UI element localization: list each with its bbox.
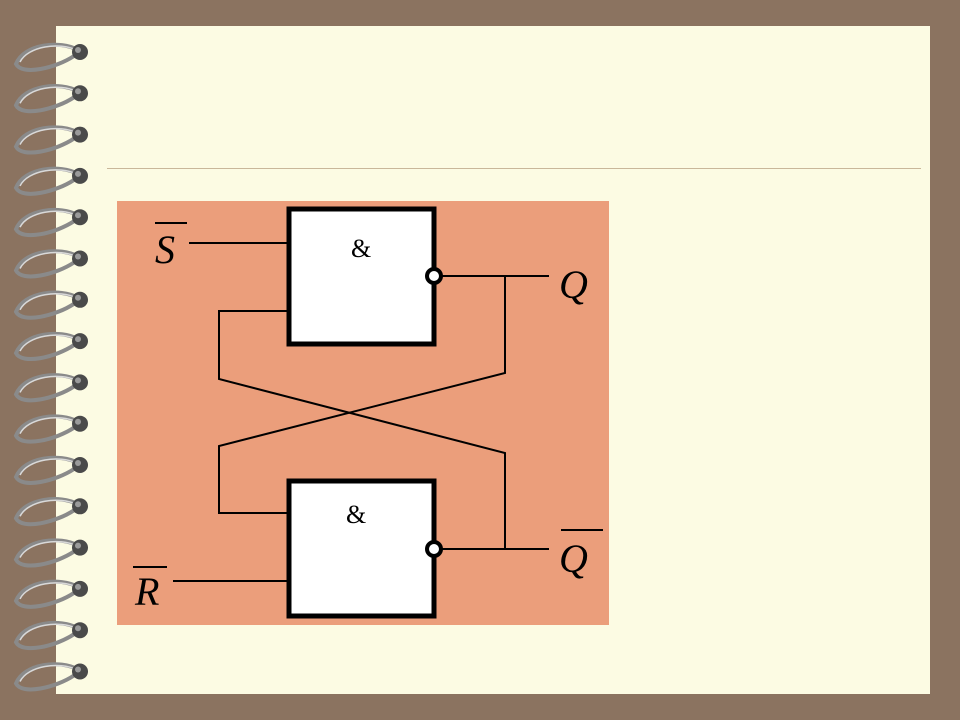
title-divider: [107, 168, 921, 169]
gate-top-symbol: &: [351, 234, 371, 263]
binding-ring: [13, 662, 88, 692]
binding-ring: [13, 42, 88, 72]
gate-bottom-inversion-bubble: [425, 540, 443, 558]
binding-ring: [13, 125, 88, 155]
binding-ring: [13, 579, 88, 609]
rs-latch-diagram: & & S R Q Q: [117, 201, 609, 625]
gate-bottom: [286, 478, 437, 619]
input-r-bar-label: R: [134, 569, 159, 614]
binding-ring: [13, 207, 88, 238]
diagram-svg: & & S R Q Q: [133, 206, 603, 619]
gate-top-inversion-bubble: [425, 267, 443, 285]
output-q-bar-label: Q: [559, 536, 588, 581]
binding-ring: [13, 497, 88, 527]
gate-top: [286, 206, 437, 347]
spiral-rings: [13, 42, 88, 692]
binding-ring: [13, 620, 88, 651]
binding-ring: [13, 538, 88, 568]
binding-ring: [13, 373, 88, 403]
binding-ring: [13, 84, 88, 114]
gate-bottom-symbol: &: [346, 500, 366, 529]
binding-ring: [13, 249, 88, 279]
binding-ring: [13, 414, 88, 444]
output-q-label: Q: [559, 262, 588, 307]
wires: [173, 242, 549, 582]
binding-ring: [13, 455, 88, 485]
wire-feedback-q: [218, 276, 506, 514]
binding-ring: [13, 166, 88, 196]
binding-ring: [13, 290, 88, 320]
wire-feedback-qbar: [218, 310, 506, 549]
binding-ring: [13, 331, 88, 362]
input-s-bar-label: S: [155, 227, 175, 272]
